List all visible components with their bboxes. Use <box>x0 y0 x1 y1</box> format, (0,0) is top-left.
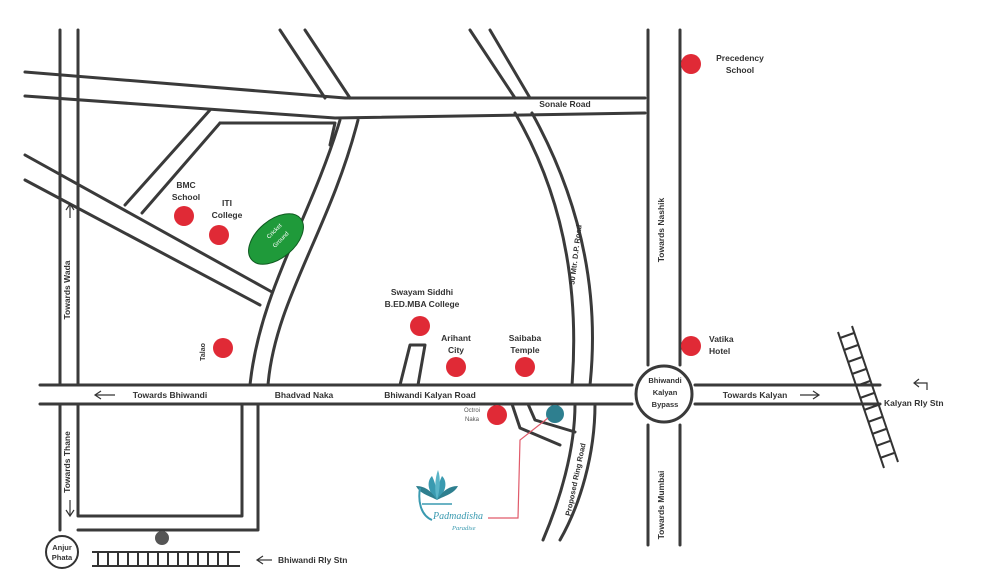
precedency-label-2: School <box>726 65 754 75</box>
bypass-label-2: Kalyan <box>653 388 678 397</box>
towards-thane-label: Towards Thane <box>62 431 72 493</box>
octroi-label-1: Octroi <box>464 408 480 414</box>
vatika-hotel-marker[interactable] <box>681 336 701 356</box>
towards-thane: Towards Thane <box>62 431 75 518</box>
bmc-school-marker[interactable] <box>174 206 194 226</box>
precedency-label-1: Precedency <box>716 53 764 63</box>
towards-kalyan-label: Towards Kalyan <box>723 390 788 400</box>
swayam-siddhi-marker[interactable] <box>410 316 430 336</box>
arihant-label-2: City <box>448 345 464 355</box>
bmc-label-2: School <box>172 192 200 202</box>
talao-marker[interactable] <box>213 338 233 358</box>
sonale-road-label: Sonale Road <box>539 99 590 109</box>
anjur-phata-label-2: Phata <box>52 553 73 562</box>
iti-label-2: College <box>212 210 243 220</box>
towards-mumbai-label: Towards Mumbai <box>656 471 666 540</box>
anjur-phata-label-1: Anjur <box>52 543 72 552</box>
bhiwandi-kalyan-road-label: Bhiwandi Kalyan Road <box>384 390 476 400</box>
towards-nashik-label: Towards Nashik <box>656 197 666 262</box>
anjur-station-dot <box>155 531 169 545</box>
swayam-label-2: B.ED.MBA College <box>385 299 460 309</box>
bhadvad-naka-label: Bhadvad Naka <box>275 390 334 400</box>
arihant-city-marker[interactable] <box>446 357 466 377</box>
cricket-ground <box>248 213 304 265</box>
towards-mumbai: Towards Mumbai <box>656 471 666 540</box>
dp-road-label: 50 Mtr. D.P. Road <box>567 224 583 285</box>
bhiwandi-rly-stn: Bhiwandi Rly Stn <box>255 555 347 565</box>
lotus-icon <box>416 470 458 521</box>
arihant-label-1: Arihant <box>441 333 471 343</box>
kalyan-railway <box>837 325 899 469</box>
bhiwandi-railway <box>92 551 240 567</box>
bypass-label-3: Bypass <box>652 400 679 409</box>
talao-label: Talao <box>200 343 207 361</box>
saibaba-temple-marker[interactable] <box>515 357 535 377</box>
towards-bhiwandi-label: Towards Bhiwandi <box>133 390 207 400</box>
anjur-phata: Anjur Phata <box>45 535 79 569</box>
project-site-marker[interactable] <box>546 405 564 423</box>
iti-college-marker[interactable] <box>209 225 229 245</box>
towards-wada-label: Towards Wada <box>62 260 72 319</box>
towards-wada: Towards Wada <box>62 202 75 320</box>
octroi-naka-marker[interactable] <box>487 405 507 425</box>
bhiwandi-rly-stn-label: Bhiwandi Rly Stn <box>278 555 347 565</box>
kalyan-rly-stn: Kalyan Rly Stn <box>884 378 944 408</box>
precedency-school-marker[interactable] <box>681 54 701 74</box>
swayam-label-1: Swayam Siddhi <box>391 287 453 297</box>
iti-label-1: ITI <box>222 198 232 208</box>
project-logo[interactable]: Padmadisha Paradise <box>416 470 483 532</box>
octroi-label-2: Naka <box>465 417 480 423</box>
project-tagline: Paradise <box>451 525 476 532</box>
vatika-label-2: Hotel <box>709 346 730 356</box>
kalyan-rly-stn-label: Kalyan Rly Stn <box>884 398 944 408</box>
bypass-label-1: Bhiwandi <box>648 376 681 385</box>
project-name: Padmadisha <box>432 511 483 522</box>
saibaba-label-1: Saibaba <box>509 333 542 343</box>
saibaba-label-2: Temple <box>510 345 539 355</box>
vatika-label-1: Vatika <box>709 334 734 344</box>
bmc-label-1: BMC <box>176 180 195 190</box>
towards-nashik: Towards Nashik <box>656 197 666 262</box>
project-link-line <box>488 417 549 519</box>
towards-bhiwandi: Towards Bhiwandi <box>93 390 207 400</box>
towards-kalyan: Towards Kalyan <box>723 390 821 400</box>
